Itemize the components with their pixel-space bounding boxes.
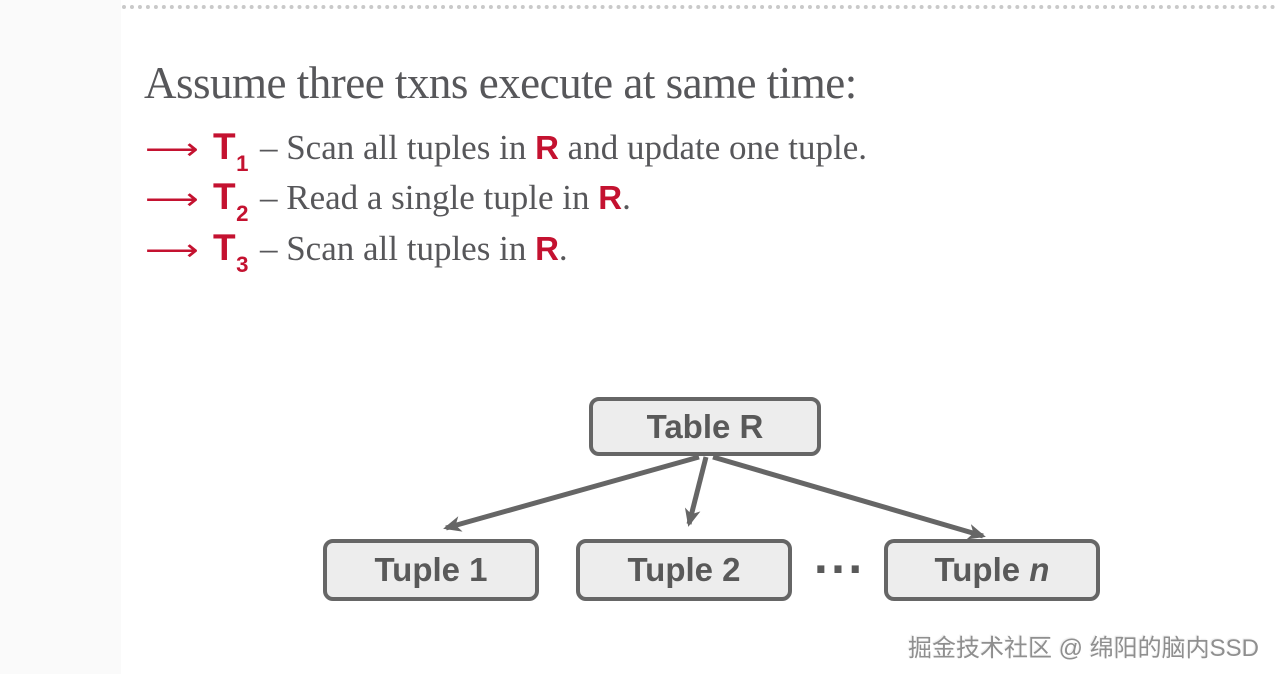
tuple-n-variable: n	[1029, 551, 1050, 588]
bullet-text-post: .	[558, 229, 568, 268]
bullet-text: – Read a single tuple in R.	[260, 177, 631, 219]
bullet-text-pre: – Scan all tuples in	[259, 128, 536, 167]
ellipsis-dots: ···	[813, 547, 865, 593]
txn-letter: T	[213, 126, 236, 167]
txn-label-t1: T1	[213, 126, 248, 175]
bullet-text: – Scan all tuples in R and update one tu…	[260, 127, 867, 169]
table-r-node: Table R	[589, 397, 821, 456]
right-arrow-icon: ⟶	[145, 233, 199, 268]
txn-letter: T	[213, 176, 236, 217]
bullet-text-post: .	[622, 178, 631, 217]
tuple-n-node: Tuple n	[884, 539, 1100, 601]
bullet-txn-3: ⟶ T3 – Scan all tuples in R.	[145, 227, 568, 276]
bullet-text-pre: – Scan all tuples in	[259, 229, 536, 268]
txn-letter: T	[213, 227, 236, 268]
txn-label-t3: T3	[213, 227, 248, 276]
edge-tabler-tuplen	[712, 454, 986, 540]
edge-tabler-tuple2	[684, 456, 709, 527]
bullet-txn-1: ⟶ T1 – Scan all tuples in R and update o…	[145, 126, 867, 175]
txn-subscript: 1	[236, 151, 249, 177]
txn-label-t2: T2	[213, 176, 248, 225]
table-r-emphasis: R	[535, 230, 559, 267]
page-left-margin	[0, 0, 121, 674]
tuple-n-prefix: Tuple	[934, 551, 1030, 588]
bullet-txn-2: ⟶ T2 – Read a single tuple in R.	[145, 176, 631, 225]
top-dotted-rule	[122, 5, 1276, 9]
tuple-2-node: Tuple 2	[576, 539, 792, 601]
slide-title: Assume three txns execute at same time:	[144, 58, 857, 108]
bullet-text: – Scan all tuples in R.	[260, 228, 568, 270]
txn-subscript: 2	[236, 201, 249, 227]
right-arrow-icon: ⟶	[145, 182, 199, 217]
table-r-emphasis: R	[598, 179, 623, 216]
edge-tabler-tuple1	[443, 454, 700, 532]
tuple-1-node: Tuple 1	[323, 539, 539, 601]
bullet-text-post: and update one tuple.	[558, 128, 868, 167]
txn-subscript: 3	[236, 252, 249, 278]
right-arrow-icon: ⟶	[145, 132, 199, 167]
bullet-text-pre: – Read a single tuple in	[259, 178, 599, 217]
watermark-text: 掘金技术社区 @ 绵阳的脑内SSD	[907, 635, 1259, 662]
table-r-emphasis: R	[535, 129, 559, 166]
